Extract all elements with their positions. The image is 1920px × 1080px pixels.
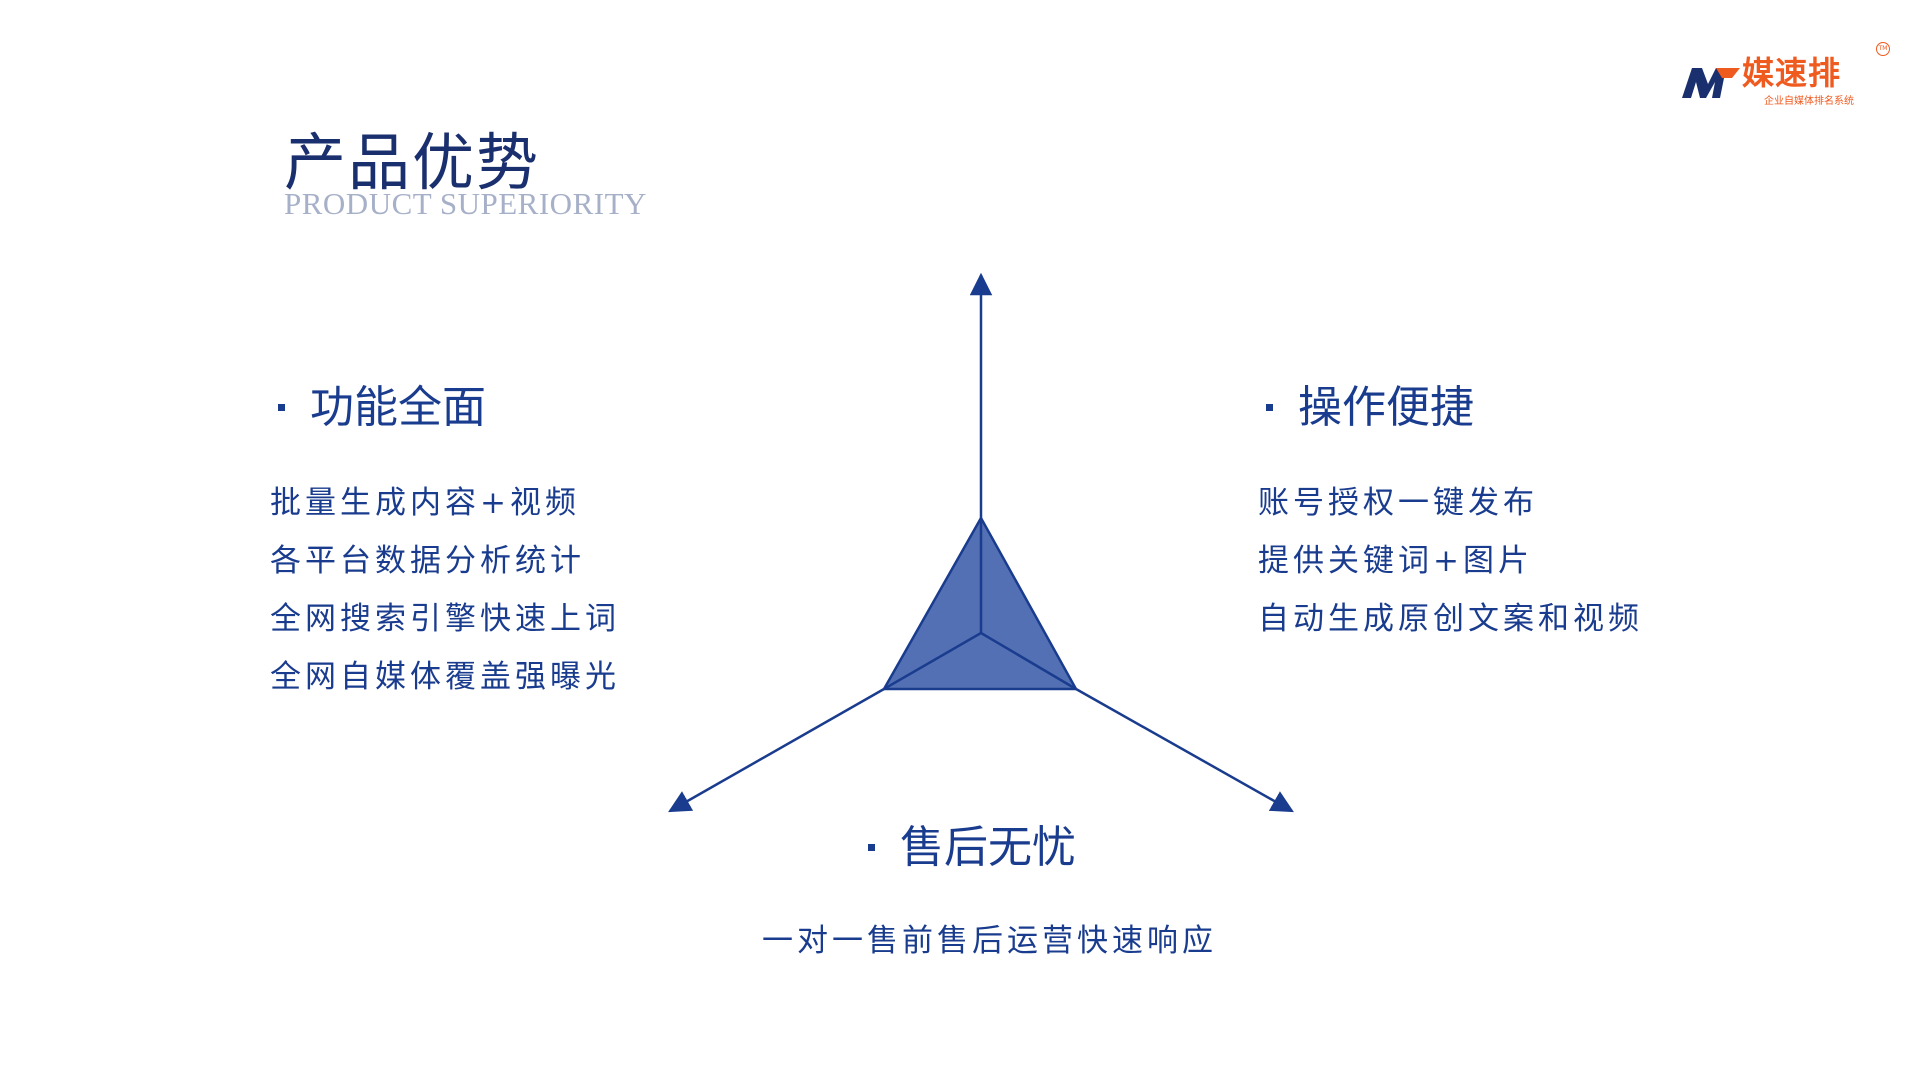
feature-list: 账号授权一键发布 提供关键词+图片 自动生成原创文案和视频 — [1258, 474, 1643, 648]
feature-comprehensive: 功能全面 批量生成内容+视频 各平台数据分析统计 全网搜索引擎快速上词 全网自媒… — [270, 380, 620, 706]
list-item: 全网搜索引擎快速上词 — [270, 601, 620, 637]
page-subtitle: PRODUCT SUPERIORITY — [284, 186, 647, 221]
feature-list: 批量生成内容+视频 各平台数据分析统计 全网搜索引擎快速上词 全网自媒体覆盖强曝… — [270, 474, 620, 706]
list-item: 一对一售前售后运营快速响应 — [762, 923, 1217, 959]
list-item: 全网自媒体覆盖强曝光 — [270, 659, 620, 695]
bullet-dot-icon — [868, 844, 875, 851]
axis-arrow-left — [668, 687, 885, 813]
logo-m-icon — [1682, 68, 1740, 98]
bullet-dot-icon — [278, 404, 285, 411]
brand-logo: 媒速排 TM 企业自媒体排名系统 — [1678, 40, 1890, 112]
logo-trademark: TM — [1876, 42, 1890, 56]
logo-subtitle: 企业自媒体排名系统 — [1764, 96, 1854, 107]
logo-title: 媒速排 — [1742, 54, 1842, 92]
list-item: 自动生成原创文案和视频 — [1258, 601, 1643, 637]
feature-heading: 售后无忧 — [900, 822, 1076, 873]
feature-heading: 功能全面 — [310, 382, 486, 433]
feature-list: 一对一售前售后运营快速响应 — [762, 912, 1217, 970]
list-item: 各平台数据分析统计 — [270, 543, 585, 579]
list-item: 账号授权一键发布 — [1258, 485, 1538, 521]
feature-heading: 操作便捷 — [1298, 382, 1474, 433]
inner-spoke-left — [883, 631, 982, 691]
axis-arrow-right — [1075, 687, 1294, 813]
list-item: 提供关键词+图片 — [1258, 543, 1533, 579]
bullet-dot-icon — [1266, 404, 1273, 411]
page-title: 产品优势 — [284, 126, 541, 199]
feature-after-sales: 售后无忧 一对一售前售后运营快速响应 — [762, 820, 1217, 970]
inner-spoke-right — [980, 631, 1077, 691]
list-item: 批量生成内容+视频 — [270, 485, 580, 521]
feature-easy-operation: 操作便捷 账号授权一键发布 提供关键词+图片 自动生成原创文案和视频 — [1258, 380, 1643, 648]
